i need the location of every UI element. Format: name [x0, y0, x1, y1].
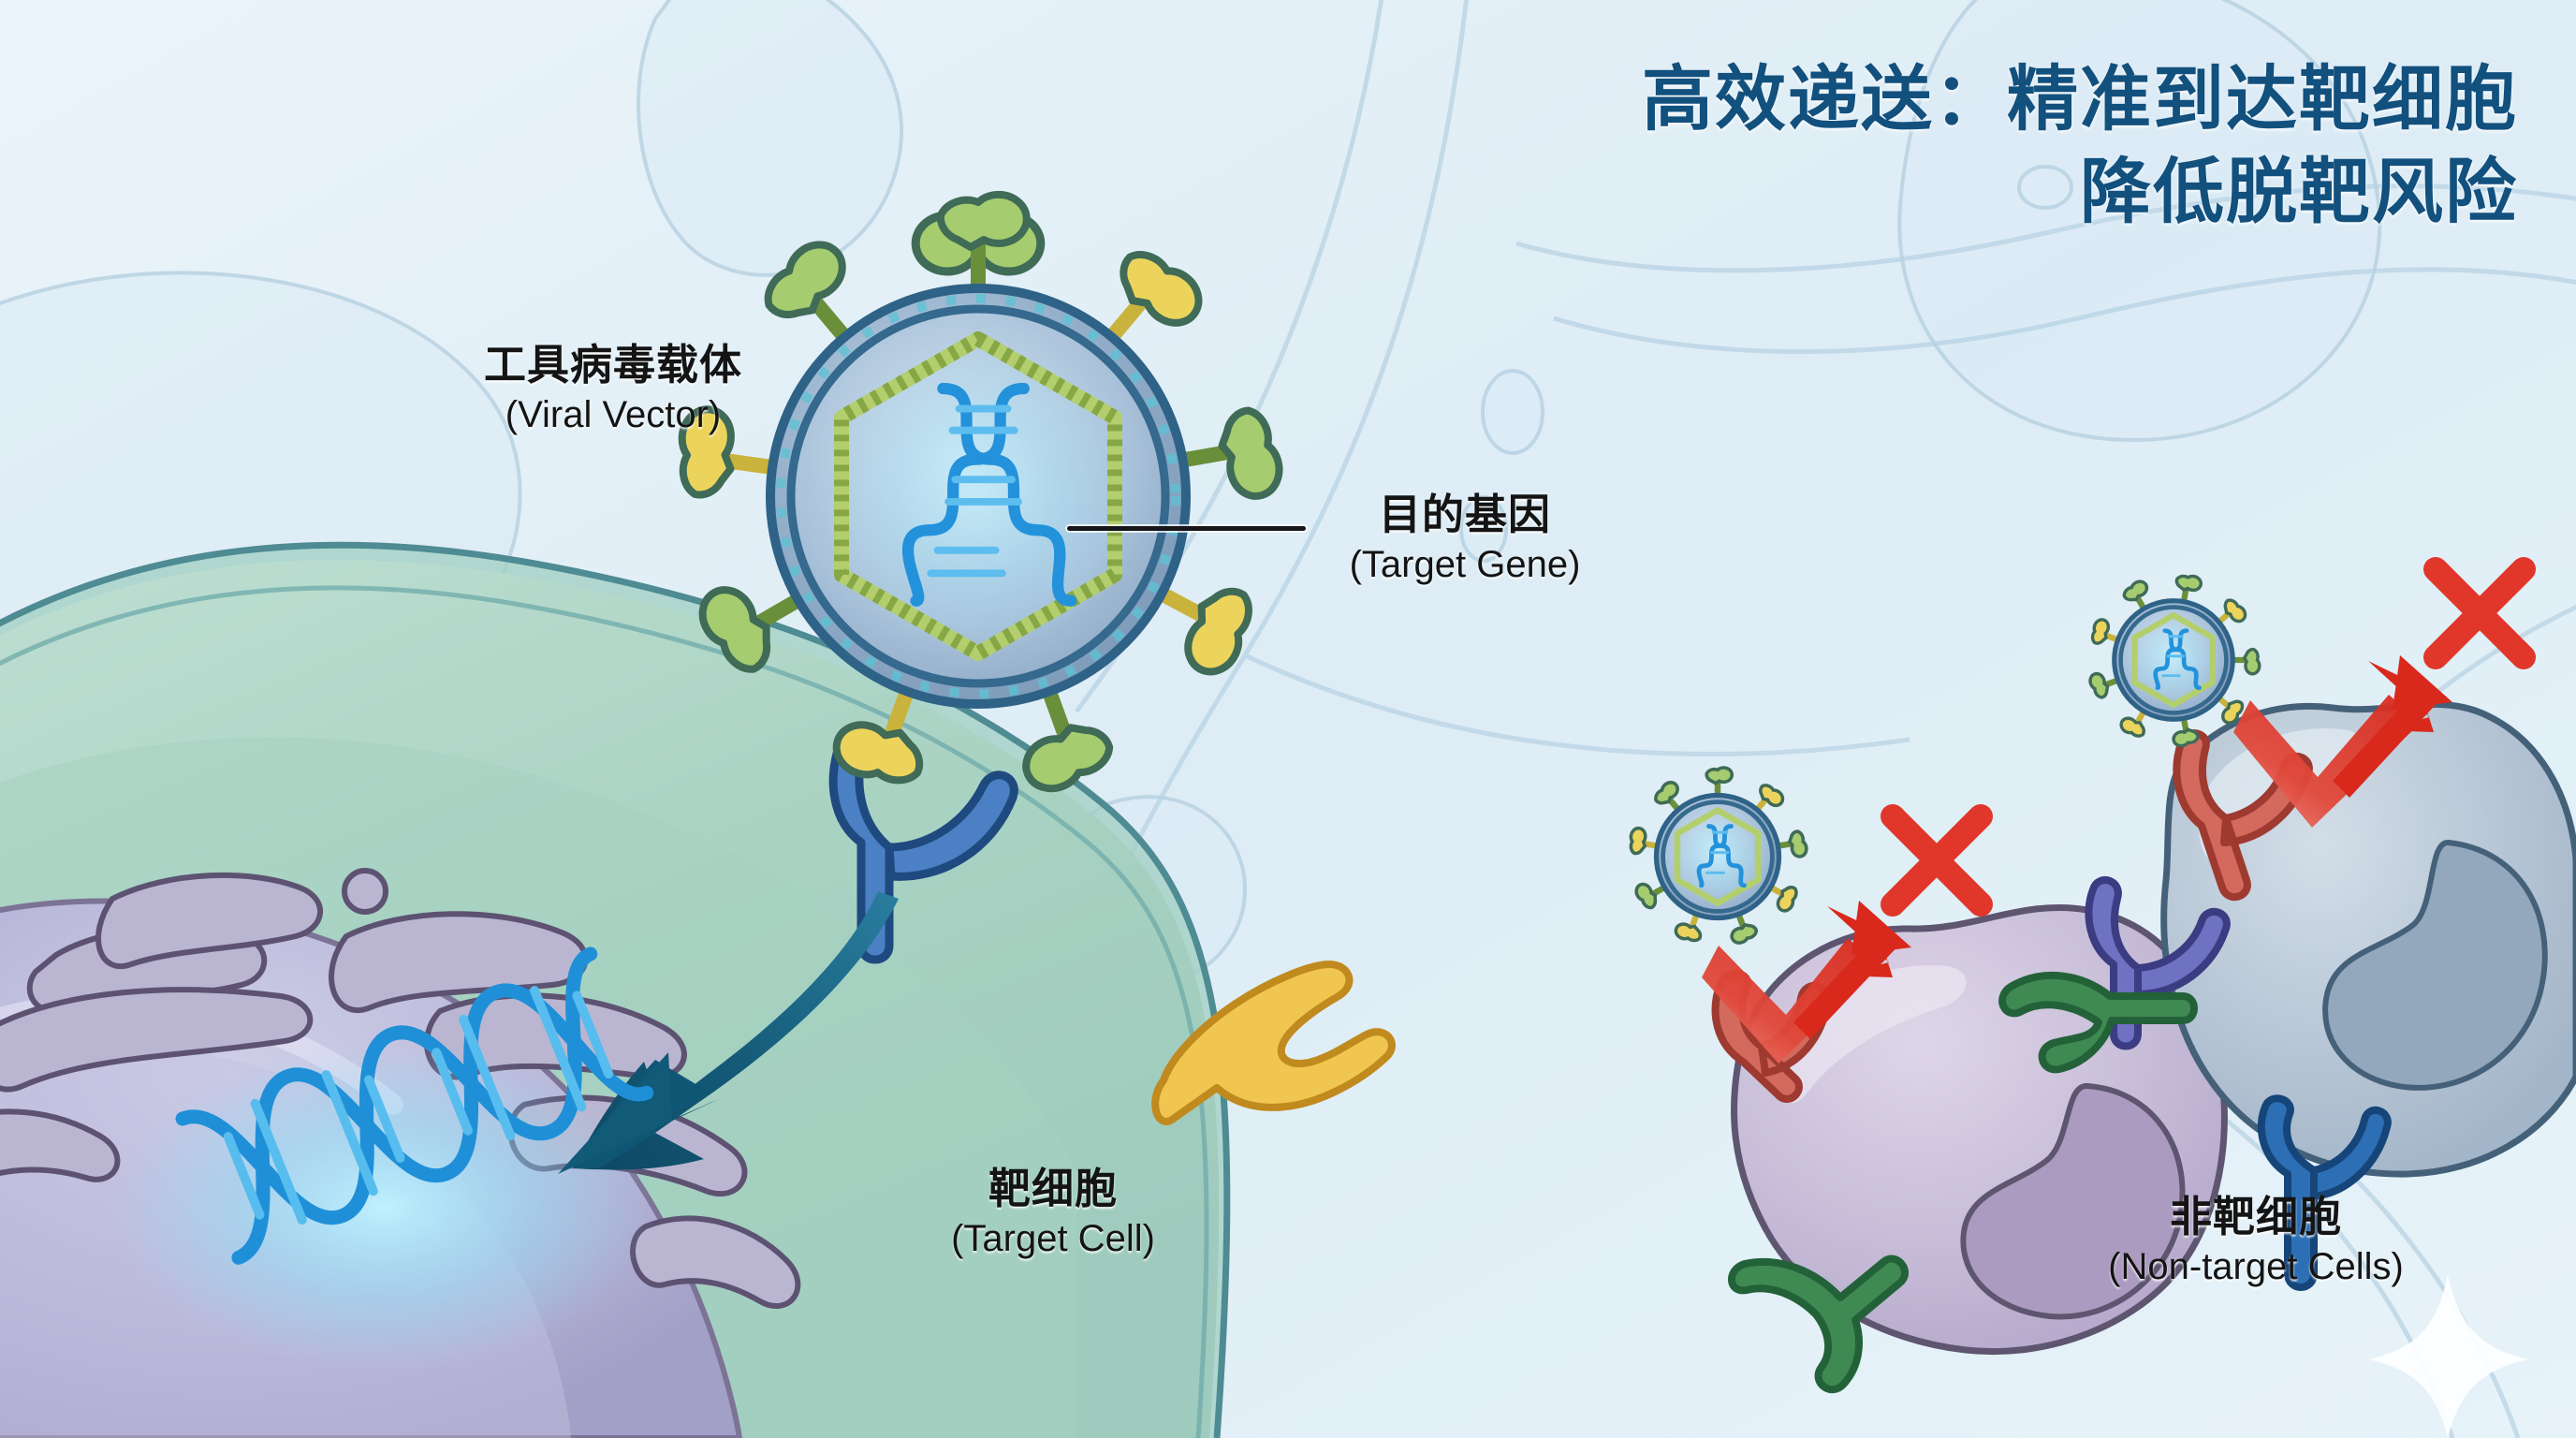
nontarget-receptor-green-1: [1728, 1255, 1909, 1394]
target-gene-leader-line: [1067, 526, 1306, 531]
delivered-dna-helix: [175, 946, 654, 1265]
label-target-gene-cn: 目的基因: [1378, 491, 1551, 538]
rejection-marker-1: [1702, 804, 1993, 1064]
label-viral-vector-en: (Viral Vector): [505, 394, 722, 436]
viral-vector-particle: [678, 190, 1283, 793]
rejection-marker-2: [2233, 557, 2536, 828]
viral-vector-small-2: [2088, 574, 2261, 748]
page-title: 高效递送：精准到达靶细胞 降低脱靶风险: [1642, 54, 2518, 240]
non-target-cell-purple: [1731, 903, 2228, 1356]
label-target-cell-cn: 靶细胞: [988, 1165, 1118, 1212]
label-target-gene-en: (Target Gene): [1349, 544, 1581, 586]
label-non-target-cells-cn: 非靶细胞: [2169, 1193, 2342, 1240]
label-non-target-cells-en: (Non-target Cells): [2108, 1246, 2404, 1288]
label-viral-vector: 工具病毒载体 (Viral Vector): [426, 341, 800, 437]
title-line-2: 降低脱靶风险: [2080, 152, 2518, 232]
sparkle-icon: [2369, 1275, 2527, 1438]
nontarget-receptor-blue-2: [2257, 1094, 2392, 1291]
label-viral-vector-cn: 工具病毒载体: [483, 341, 742, 389]
label-target-cell-en: (Target Cell): [951, 1218, 1155, 1260]
title-line-1: 高效递送：精准到达靶细胞: [1642, 60, 2518, 139]
label-target-gene: 目的基因 (Target Gene): [1315, 491, 1615, 587]
label-target-cell: 靶细胞 (Target Cell): [913, 1165, 1193, 1261]
label-non-target-cells: 非靶细胞 (Non-target Cells): [2059, 1193, 2452, 1289]
yellow-receptor: [1151, 961, 1396, 1125]
viral-vector-small-1: [1629, 766, 1808, 945]
nontarget-receptor-green-2: [1998, 972, 2198, 1074]
